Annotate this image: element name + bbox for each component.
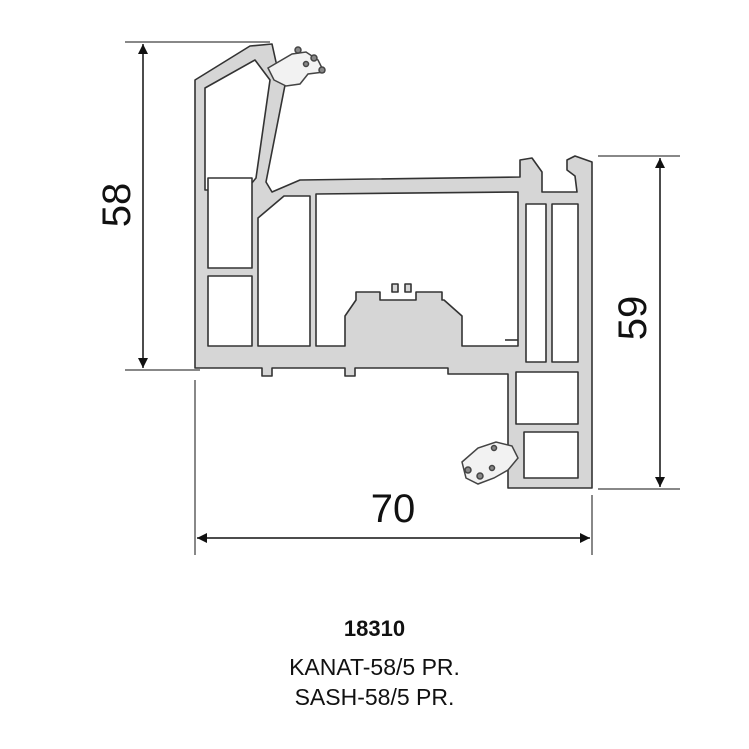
gasket-bottom [461,441,519,485]
profile-chamber [515,371,579,425]
profile-rib [391,283,399,293]
dimension-lines [138,44,665,543]
dim-label-width-bottom: 70 [371,487,416,531]
profile-chamber [525,203,547,363]
profile-name-turkish: KANAT-58/5 PR. [289,654,460,680]
dim-label-height-left: 58 [95,183,139,228]
profile-chamber [315,191,519,347]
gasket-top [267,46,326,87]
profile-chamber [204,59,271,191]
dim-label-height-right: 59 [611,296,655,341]
profile-code: 18310 [343,616,406,641]
extension-lines [125,41,680,555]
profile-section-drawing: 58 59 70 [95,41,680,555]
profile-chamber [207,275,253,347]
profile-chamber [523,431,579,479]
profile-chamber [551,203,579,363]
profile-rib [404,283,412,293]
profile-chamber [257,195,311,347]
pvc-profile-section [194,43,593,489]
profile-chamber [207,177,253,269]
profile-name-english: SASH-58/5 PR. [294,684,455,710]
